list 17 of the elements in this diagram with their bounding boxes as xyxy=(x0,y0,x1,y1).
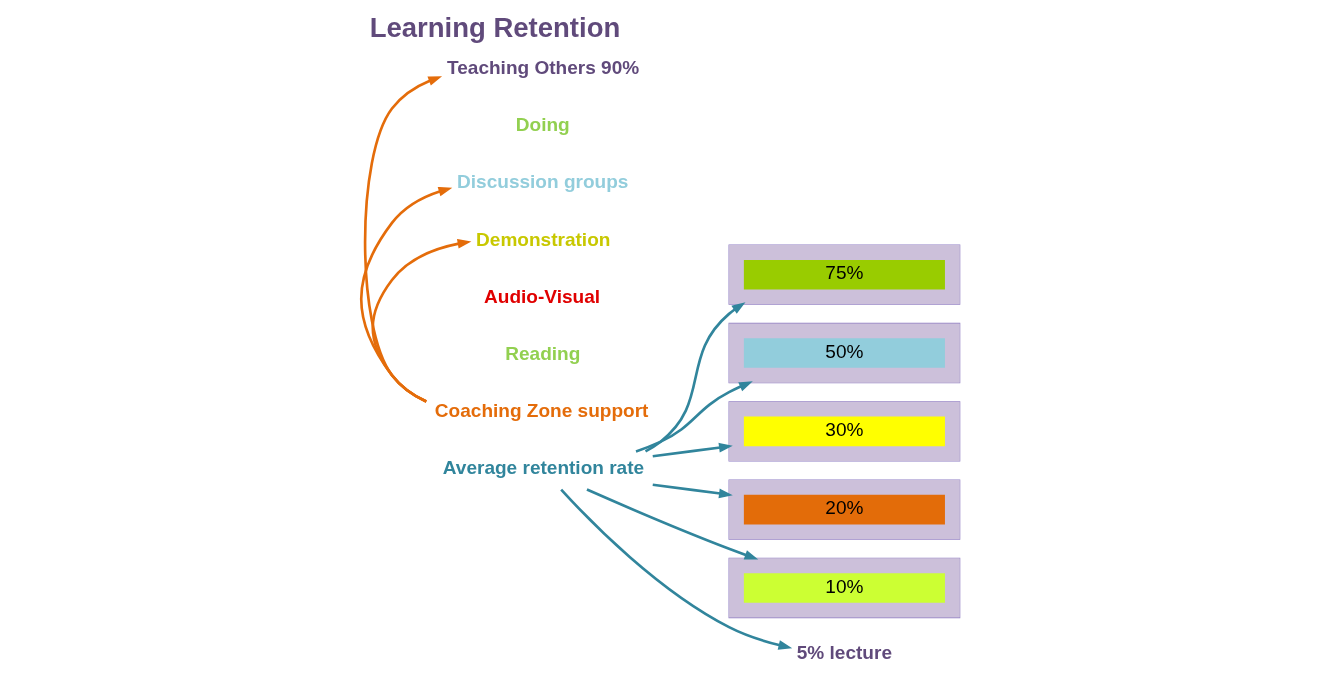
arrow xyxy=(652,483,733,499)
diagram-title: Learning Retention xyxy=(369,12,620,44)
node-text: Audio-Visual xyxy=(483,285,600,307)
node-text: Discussion groups xyxy=(456,171,628,193)
arrow xyxy=(635,381,753,453)
node-text: Reading xyxy=(504,342,580,364)
node-text: Coaching Zone support xyxy=(434,399,648,421)
node-text: Average retention rate xyxy=(442,457,644,479)
arrow xyxy=(371,239,471,403)
node-text: Doing xyxy=(515,114,570,136)
arrow xyxy=(652,442,733,458)
node-text: Demonstration xyxy=(475,228,610,250)
arrow xyxy=(644,302,745,453)
arrow xyxy=(559,488,792,650)
arrow xyxy=(585,488,758,560)
node-text: 5% lecture xyxy=(796,642,892,664)
node-text: Teaching Others 90% xyxy=(446,57,639,79)
